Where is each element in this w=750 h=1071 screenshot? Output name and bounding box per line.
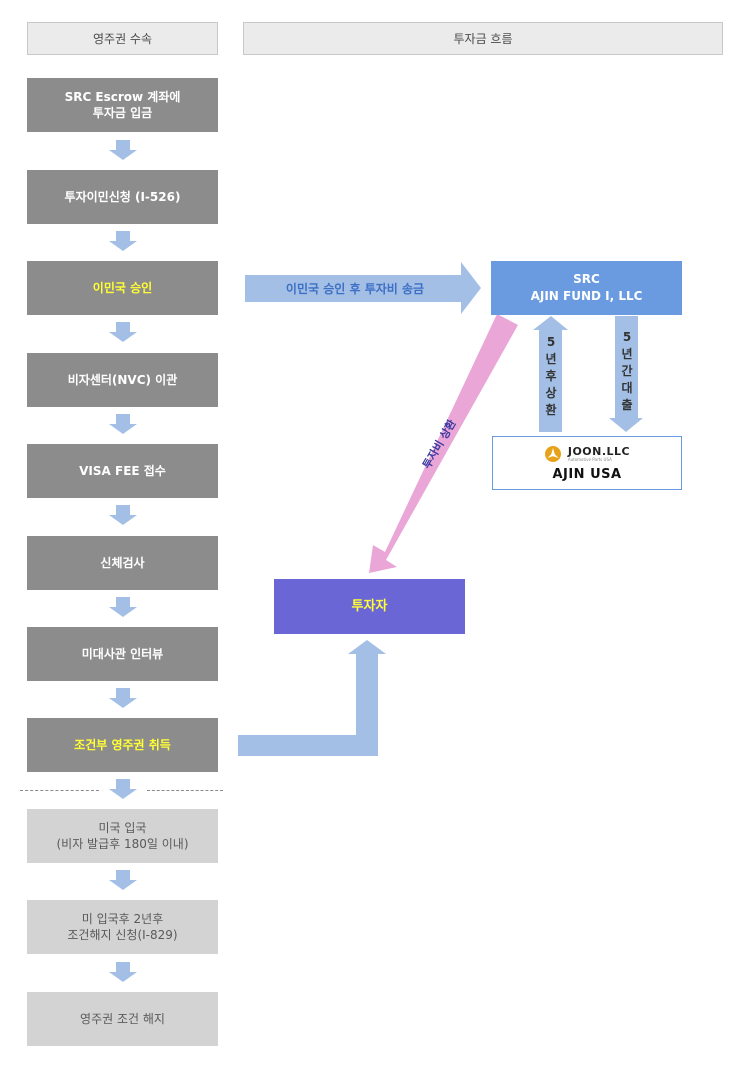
down-arrow xyxy=(109,870,137,890)
loan-down-arrow xyxy=(609,316,643,432)
step-escrow-deposit: SRC Escrow 계좌에 투자금 입금 xyxy=(27,78,218,132)
approval-transfer-arrow xyxy=(245,262,481,314)
ajin-usa-box: JOON.LLC Automotive Parts USA AJIN USA xyxy=(492,436,682,490)
step-conditional-green-card: 조건부 영주권 취득 xyxy=(27,718,218,772)
step-line: 조건부 영주권 취득 xyxy=(74,738,171,752)
investor-box: 투자자 xyxy=(274,579,465,634)
down-arrow xyxy=(109,505,137,525)
step-line: 비자센터(NVC) 이관 xyxy=(67,373,178,387)
step-i829-petition: 미 입국후 2년후 조건해지 신청(I-829) xyxy=(27,900,218,954)
step-line: 신체검사 xyxy=(100,556,145,570)
step-line: 투자이민신청 (I-526) xyxy=(64,190,181,204)
loan-down-label: 5년간대출 xyxy=(618,329,636,414)
step-embassy-interview: 미대사관 인터뷰 xyxy=(27,627,218,681)
divider-dashed-right xyxy=(147,790,223,791)
step-visa-fee: VISA FEE 접수 xyxy=(27,444,218,498)
src-line: SRC xyxy=(573,272,600,286)
step-line: 미국 입국 xyxy=(98,821,147,835)
src-line: AJIN FUND I, LLC xyxy=(530,289,643,303)
header-immigration-process: 영주권 수속 xyxy=(27,22,218,55)
step-line: 투자금 입금 xyxy=(92,106,153,120)
joon-logo-subtext: Automotive Parts USA xyxy=(567,456,612,462)
step-line: 이민국 승인 xyxy=(92,281,153,295)
loan-char: 5년간대출 xyxy=(621,330,633,412)
down-arrow xyxy=(109,962,137,982)
investor-label: 투자자 xyxy=(351,599,388,614)
divider-dashed-left xyxy=(20,790,99,791)
joon-logo-text: JOON.LLC xyxy=(567,444,631,458)
down-arrow xyxy=(109,231,137,251)
header-investment-flow: 투자금 흐름 xyxy=(243,22,723,55)
down-arrow xyxy=(109,597,137,617)
down-arrow xyxy=(109,414,137,434)
joon-emblem-icon xyxy=(544,445,561,462)
ajin-usa-label: AJIN USA xyxy=(552,466,622,482)
step-line: 영주권 조건 해지 xyxy=(80,1012,165,1026)
src-fund-box: SRC AJIN FUND I, LLC xyxy=(491,261,682,315)
step-nvc-transfer: 비자센터(NVC) 이관 xyxy=(27,353,218,407)
down-arrow xyxy=(109,140,137,160)
down-arrow xyxy=(109,322,137,342)
joon-logo: JOON.LLC Automotive Parts USA xyxy=(544,444,630,464)
approval-transfer-label: 이민국 승인 후 투자비 송금 xyxy=(285,282,425,296)
step-medical-exam: 신체검사 xyxy=(27,536,218,590)
step-remove-conditions: 영주권 조건 해지 xyxy=(27,992,218,1046)
step-uscis-approval: 이민국 승인 xyxy=(27,261,218,315)
repay-char: 5년후상환 xyxy=(545,335,557,417)
step-line: 미대사관 인터뷰 xyxy=(81,647,164,661)
step-line: SRC Escrow 계좌에 xyxy=(64,90,181,104)
down-arrow xyxy=(109,779,137,799)
step-line: 조건해지 신청(I-829) xyxy=(67,928,178,942)
repay-up-label: 5년후상환 xyxy=(542,334,560,419)
investment-repay-arrow xyxy=(369,314,518,573)
down-arrow xyxy=(109,688,137,708)
repay-up-arrow xyxy=(533,316,568,432)
greencard-to-investor-arrow xyxy=(238,640,386,756)
step-i526-application: 투자이민신청 (I-526) xyxy=(27,170,218,224)
step-line: 미 입국후 2년후 xyxy=(81,912,164,926)
step-line: VISA FEE 접수 xyxy=(79,464,166,478)
step-line: (비자 발급후 180일 이내) xyxy=(56,837,189,851)
step-us-entry: 미국 입국 (비자 발급후 180일 이내) xyxy=(27,809,218,863)
